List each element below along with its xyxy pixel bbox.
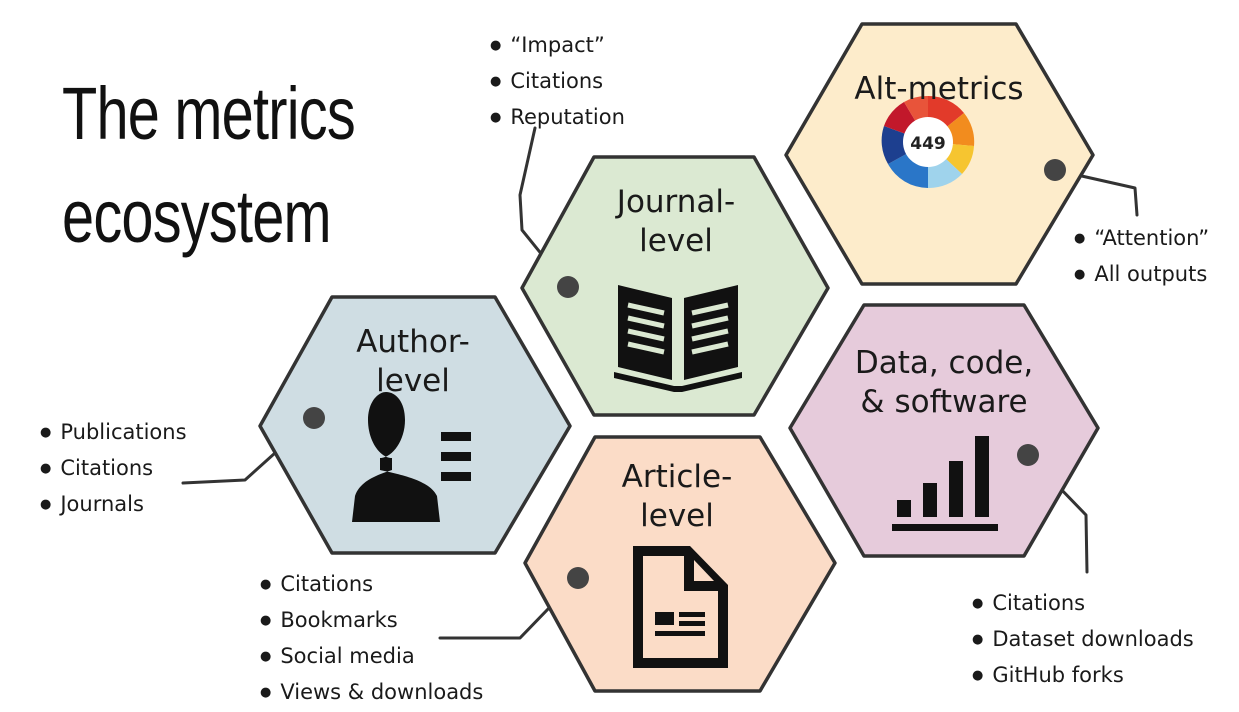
- author-bullets: Publications Citations Journals: [40, 416, 187, 524]
- data-bullets: Citations Dataset downloads GitHub forks: [972, 587, 1194, 695]
- data-label-line1: Data, code,: [854, 345, 1034, 381]
- journal-label-line2: level: [639, 223, 713, 259]
- data-dot: [1017, 444, 1039, 466]
- altmetric-donut-icon: 449: [881, 95, 975, 189]
- altmetrics-bullets: “Attention” All outputs: [1074, 222, 1209, 294]
- list-item: Views & downloads: [260, 676, 483, 712]
- ecosystem-diagram: 449: [181, 22, 1139, 693]
- author-dot: [303, 407, 325, 429]
- list-item: Dataset downloads: [972, 623, 1193, 659]
- list-item: Citations: [260, 568, 483, 604]
- article-bullets: Citations Bookmarks Social media Views &…: [260, 568, 483, 712]
- altmetrics-label: Alt-metrics: [834, 70, 1044, 109]
- data-hexagon: [788, 303, 1100, 558]
- list-item: Social media: [260, 640, 483, 676]
- journal-dot: [557, 276, 579, 298]
- list-item: All outputs: [1074, 258, 1209, 294]
- person-profile-icon: [352, 392, 471, 522]
- altmetrics-label-line1: Alt-metrics: [854, 71, 1024, 107]
- altmetrics-dot: [1044, 159, 1066, 181]
- bar-chart-icon: [892, 436, 998, 531]
- list-item: Publications: [40, 416, 186, 452]
- article-label-line1: Article-: [621, 459, 733, 495]
- list-item: Citations: [490, 65, 625, 101]
- author-hexagon: [258, 295, 572, 555]
- data-label-line2: & software: [860, 384, 1028, 420]
- data-label: Data, code, & software: [824, 344, 1064, 422]
- title-line-1: The metrics: [62, 72, 356, 155]
- journal-label: Journal- level: [586, 183, 766, 261]
- list-item: Citations: [972, 587, 1194, 623]
- document-icon: [633, 546, 728, 668]
- article-label-line2: level: [640, 498, 714, 534]
- article-dot: [567, 567, 589, 589]
- list-item: GitHub forks: [972, 659, 1194, 695]
- author-label-line1: Author-: [356, 324, 470, 360]
- list-item: “Impact”: [490, 29, 625, 65]
- altmetric-score: 449: [910, 134, 946, 154]
- list-item: Bookmarks: [260, 604, 483, 640]
- list-item: “Attention”: [1074, 222, 1209, 258]
- article-label: Article- level: [592, 458, 762, 536]
- title-line-2: ecosystem: [62, 175, 332, 258]
- journal-label-line1: Journal-: [616, 184, 736, 220]
- author-label-line2: level: [376, 363, 450, 399]
- list-item: Citations: [40, 452, 187, 488]
- author-label: Author- level: [318, 323, 508, 401]
- list-item: Journals: [40, 488, 187, 524]
- journal-hexagon: [520, 155, 830, 417]
- list-item: Reputation: [490, 101, 625, 137]
- open-book-icon: [614, 285, 742, 392]
- journal-bullets: “Impact” Citations Reputation: [490, 29, 625, 137]
